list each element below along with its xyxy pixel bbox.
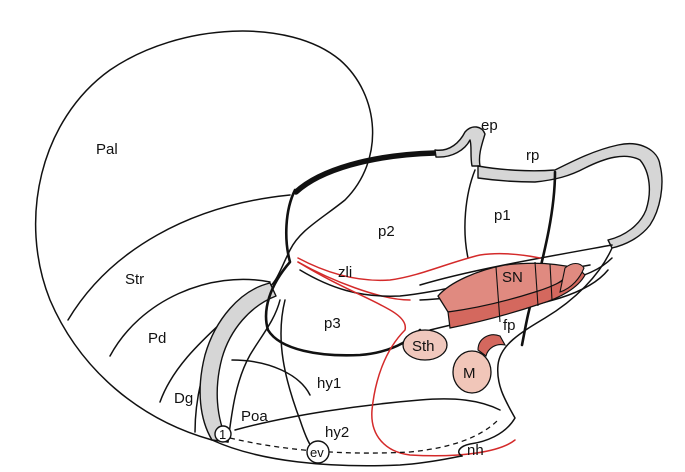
preoptic-outline: [227, 299, 281, 443]
label-ep: ep: [481, 117, 498, 134]
label-fp: fp: [503, 317, 516, 334]
label-nh: nh: [467, 442, 484, 459]
ventricle-dashed-line: [229, 419, 499, 454]
striatum-pallidum-boundary: [109, 278, 271, 357]
caudal-diencephalon-outline: [458, 247, 613, 457]
ev-marker: [306, 440, 330, 464]
label-pd: Pd: [148, 330, 166, 347]
sn-division-3: [549, 263, 553, 301]
zli-red-boundary-lower: [297, 261, 411, 301]
fp-red-band: [447, 267, 586, 329]
mammillary-nucleus: [452, 350, 492, 394]
hypothalamus-red-boundary: [297, 261, 516, 457]
label-hy2: hy2: [325, 424, 349, 441]
label-str: Str: [125, 271, 144, 288]
label-p1: p1: [494, 207, 511, 224]
label-dg: Dg: [174, 390, 193, 407]
label-sth: Sth: [412, 338, 435, 355]
roof-plate: [477, 143, 663, 249]
p1-p2-boundary: [464, 169, 476, 259]
ventral-contour: [211, 439, 463, 467]
label-p3: p3: [324, 315, 341, 332]
label-ev: ev: [310, 445, 324, 460]
label-rp: rp: [526, 147, 539, 164]
label-p2: p2: [378, 223, 395, 240]
label-poa: Poa: [241, 408, 268, 425]
label-m: M: [463, 365, 476, 382]
label-circle-one: 1: [219, 427, 226, 442]
zli-red-boundary-upper: [297, 252, 541, 282]
label-hy1: hy1: [317, 375, 341, 392]
sn-division-2: [534, 261, 539, 307]
sn-division-1: [495, 266, 501, 323]
p2-dorsal-heavy-line: [293, 150, 438, 195]
label-zli: zli: [338, 264, 352, 281]
hypothalamus-boundary-b: [280, 299, 319, 456]
telencephalon-outline: [34, 30, 374, 441]
subthalamic-nucleus: [402, 329, 448, 361]
circle-one-marker: [214, 425, 232, 443]
label-pal: Pal: [96, 141, 118, 158]
sn-tail: [559, 262, 585, 293]
mammillary-stalk: [477, 334, 507, 357]
p3-outline: [264, 188, 422, 357]
hypothalamus-boundary-a: [231, 359, 311, 396]
hypothalamus-lower-contour: [234, 398, 501, 431]
pallium-striatum-boundary: [67, 194, 291, 321]
epiphysis: [434, 126, 486, 167]
label-sn: SN: [502, 269, 523, 286]
